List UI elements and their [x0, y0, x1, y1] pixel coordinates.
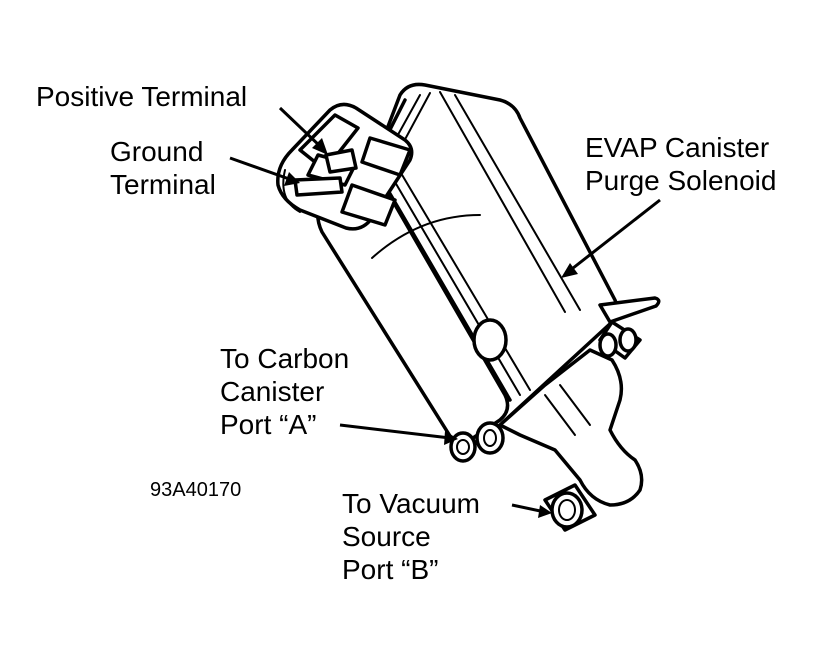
figure-code: 93A40170: [150, 479, 242, 501]
leader-ground-terminal: [229, 156, 300, 186]
label-evap-solenoid-line1: EVAP Canister: [585, 132, 770, 163]
label-vacuum-line2: Source: [342, 521, 431, 552]
label-ground-terminal-line2: Terminal: [110, 169, 216, 200]
label-positive-terminal-text: Positive Terminal: [36, 81, 248, 112]
electrical-connector: [276, 102, 414, 231]
label-carbon-line3: Port “A”: [220, 409, 317, 440]
leader-carbon-port: [339, 423, 458, 445]
label-positive-terminal: Positive Terminal: [36, 80, 247, 113]
leader-positive-terminal: [278, 106, 328, 155]
label-carbon-line2: Canister: [220, 376, 325, 407]
label-vacuum-source-port: To Vacuum Source Port “B”: [342, 487, 480, 586]
leader-solenoid: [561, 198, 661, 278]
label-ground-terminal: Ground Terminal: [110, 135, 216, 201]
mounting-bracket: [498, 296, 661, 507]
label-vacuum-line3: Port “B”: [342, 554, 439, 585]
leader-vacuum-port: [511, 503, 552, 518]
port-b: [543, 483, 597, 532]
label-ground-terminal-line1: Ground: [110, 136, 204, 167]
label-vacuum-line1: To Vacuum: [342, 488, 480, 519]
label-evap-solenoid-line2: Purge Solenoid: [585, 165, 777, 196]
port-a: [449, 421, 505, 463]
label-evap-solenoid: EVAP Canister Purge Solenoid: [585, 131, 776, 197]
label-carbon-canister-port: To Carbon Canister Port “A”: [220, 342, 349, 441]
solenoid-housing: [315, 82, 619, 444]
label-carbon-line1: To Carbon: [220, 343, 350, 374]
